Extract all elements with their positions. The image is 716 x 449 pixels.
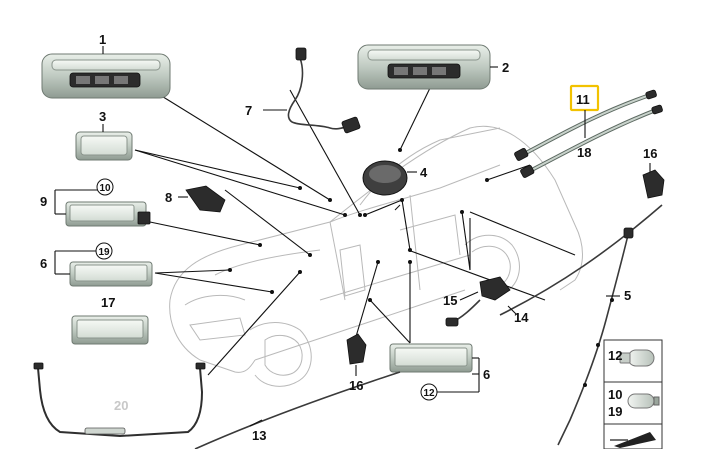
callout-8[interactable]: 8 <box>165 190 172 205</box>
part-7-wire-harness[interactable] <box>287 47 361 134</box>
legend-label-19: 19 <box>608 404 622 419</box>
part-13-cable[interactable] <box>194 371 401 449</box>
console-button <box>432 67 446 75</box>
callout-16-lower[interactable]: 16 <box>349 378 363 393</box>
callout-19: 19 <box>98 247 110 258</box>
callout-17[interactable]: 17 <box>101 295 115 310</box>
console-button <box>95 76 109 84</box>
legend-label-12: 12 <box>608 348 622 363</box>
part-6-lamp-left[interactable] <box>69 261 153 287</box>
part-2-roof-console[interactable] <box>357 44 491 90</box>
callout-14[interactable]: 14 <box>514 310 529 325</box>
part-8-connector[interactable] <box>185 185 226 213</box>
console-button <box>413 67 427 75</box>
part-9-lamp[interactable] <box>65 201 151 227</box>
callout-6-left[interactable]: 6 <box>40 256 47 271</box>
group-bracket-6-right <box>437 357 480 393</box>
console-button <box>114 76 128 84</box>
callout-5[interactable]: 5 <box>624 288 631 303</box>
legend-label-10: 10 <box>608 387 622 402</box>
group-bracket-6-left <box>54 250 96 275</box>
part-3-lamp[interactable] <box>75 131 133 161</box>
callout-10: 10 <box>99 183 111 194</box>
callout-19-circle[interactable]: 19 <box>95 242 113 260</box>
callout-12-circle[interactable]: 12 <box>420 383 438 401</box>
console-button <box>394 67 408 75</box>
part-6-lamp-right[interactable] <box>389 343 473 373</box>
callout-7[interactable]: 7 <box>245 103 252 118</box>
callout-10-circle[interactable]: 10 <box>96 178 114 196</box>
callout-3[interactable]: 3 <box>99 109 106 124</box>
part-11-light-guide[interactable] <box>514 89 663 179</box>
part-1-front-console[interactable] <box>41 53 171 99</box>
part-15-switch[interactable] <box>445 276 511 327</box>
console-button <box>76 76 90 84</box>
part-4-round-lamp[interactable] <box>362 160 408 196</box>
callout-labels: 1 2 3 4 5 6 6 7 8 9 10 11 12 13 14 15 16… <box>40 32 657 443</box>
callout-4[interactable]: 4 <box>420 165 428 180</box>
car-outline <box>169 125 583 387</box>
callout-11[interactable]: 11 <box>576 92 590 107</box>
bulb-festoon-icon <box>627 393 660 409</box>
bulb-legend <box>603 339 663 449</box>
callout-9[interactable]: 9 <box>40 194 47 209</box>
callout-13[interactable]: 13 <box>252 428 266 443</box>
part-5-harness[interactable] <box>557 227 634 446</box>
callout-1[interactable]: 1 <box>99 32 106 47</box>
callout-2[interactable]: 2 <box>502 60 509 75</box>
part-14-cable[interactable] <box>499 204 663 316</box>
callout-6-right[interactable]: 6 <box>483 367 490 382</box>
leader-lines <box>134 87 576 376</box>
part-17-lamp[interactable] <box>71 315 149 345</box>
part-20-trim[interactable] <box>33 362 206 438</box>
part-16-sensor-lower[interactable] <box>346 333 367 365</box>
callout-16-right[interactable]: 16 <box>643 146 657 161</box>
callout-18[interactable]: 18 <box>577 145 591 160</box>
callout-12: 12 <box>423 388 435 399</box>
part-16-sensor-right[interactable] <box>642 169 665 199</box>
callout-15[interactable]: 15 <box>443 293 457 308</box>
callout-20[interactable]: 20 <box>114 398 128 413</box>
group-bracket-9 <box>54 189 98 215</box>
part-reference-icon <box>610 432 656 448</box>
bulb-wedge-icon <box>619 349 655 367</box>
